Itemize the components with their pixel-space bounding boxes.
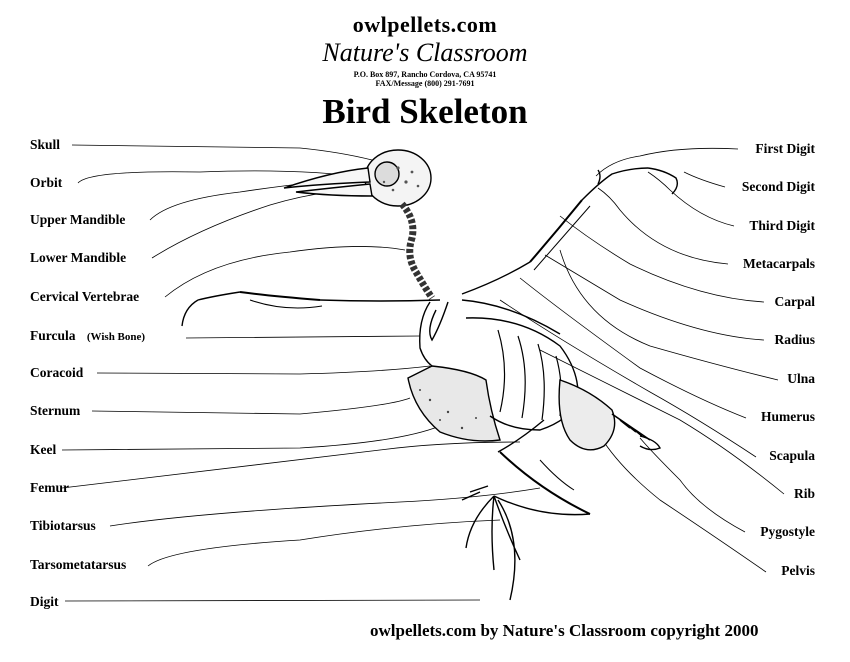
label-upper-mandible: Upper Mandible — [30, 212, 126, 227]
leader-coracoid — [96, 365, 431, 375]
leader-tibiotarsus — [109, 487, 541, 527]
leader-cervical-vertebrae — [164, 246, 406, 298]
sternum-shape — [407, 365, 501, 442]
fax-line: FAX/Message (800) 291-7691 — [375, 79, 475, 88]
label-radius: Radius — [774, 332, 815, 347]
copyright-footer: owlpellets.com by Nature's Classroom cop… — [370, 621, 759, 640]
label-digit: Digit — [30, 594, 59, 609]
pelvis-shape — [558, 379, 616, 451]
label-humerus: Humerus — [761, 409, 815, 424]
label-coracoid: Coracoid — [30, 365, 84, 380]
leader-pelvis — [599, 435, 767, 573]
leader-orbit — [77, 170, 371, 184]
leader-digit — [64, 599, 481, 602]
skeleton — [181, 149, 679, 601]
label-ulna: Ulna — [787, 371, 815, 386]
site-name: owlpellets.com — [352, 12, 498, 37]
pygostyle-shape — [611, 413, 651, 441]
label-furcula: Furcula (Wish Bone) — [30, 328, 145, 345]
cervical-vertebrae-shape — [399, 201, 435, 300]
label-sternum: Sternum — [30, 403, 81, 418]
leader-metacarpals — [597, 187, 729, 265]
leader-keel — [61, 425, 441, 451]
label-pelvis: Pelvis — [781, 563, 815, 578]
leader-scapula — [499, 299, 757, 458]
label-first-digit: First Digit — [755, 141, 815, 156]
orbit-shape — [374, 161, 400, 187]
label-metacarpals: Metacarpals — [743, 256, 815, 271]
leader-first-digit — [595, 147, 739, 177]
label-femur: Femur — [30, 480, 69, 495]
label-skull: Skull — [30, 137, 61, 152]
brand-name: Nature's Classroom — [322, 38, 528, 67]
lower-mandible-shape — [295, 183, 373, 197]
label-cervical-vertebrae: Cervical Vertebrae — [30, 289, 140, 304]
foot-digits — [465, 495, 521, 601]
scapula-shape — [461, 299, 561, 335]
leader-radius — [544, 254, 765, 341]
left-humerus — [319, 299, 441, 302]
label-second-digit: Second Digit — [741, 179, 815, 194]
right-digits — [597, 167, 679, 195]
right-humerus — [461, 261, 531, 295]
label-pygostyle: Pygostyle — [760, 524, 815, 539]
label-scapula: Scapula — [769, 448, 815, 463]
leader-sternum — [91, 397, 411, 415]
leader-furcula — [185, 335, 421, 339]
tibiotarsus-shape — [499, 451, 591, 515]
leader-lower-mandible — [151, 191, 331, 259]
label-furcula-note: (Wish Bone) — [86, 331, 146, 343]
femur-shape — [497, 419, 545, 453]
leader-humerus — [519, 277, 747, 419]
label-carpal: Carpal — [774, 294, 816, 309]
label-tibiotarsus: Tibiotarsus — [30, 518, 96, 533]
tarsometatarsus-shape — [493, 495, 591, 516]
page-title: Bird Skeleton — [322, 92, 528, 131]
leader-pygostyle — [639, 437, 746, 533]
leader-carpal — [559, 215, 765, 303]
leader-rib — [539, 349, 785, 495]
upper-mandible-shape — [283, 167, 371, 189]
leader-ulna — [559, 249, 779, 381]
leader-femur — [61, 441, 521, 489]
leader-tarsometatarsus — [147, 519, 501, 567]
leader-second-digit — [683, 171, 726, 188]
right-radius — [529, 199, 583, 263]
furcula-shape — [429, 301, 449, 342]
label-keel: Keel — [30, 442, 57, 457]
right-metacarpals — [581, 167, 649, 201]
left-radius-ulna — [239, 291, 321, 301]
label-tarsometatarsus: Tarsometatarsus — [30, 557, 127, 572]
label-rib: Rib — [793, 486, 815, 501]
label-orbit: Orbit — [30, 175, 63, 190]
label-furcula-text: Furcula — [30, 328, 76, 343]
left-hand — [181, 291, 241, 327]
label-third-digit: Third Digit — [749, 218, 815, 233]
leader-skull — [71, 144, 373, 161]
leader-third-digit — [647, 171, 735, 227]
coracoid-shape — [419, 301, 433, 367]
label-lower-mandible: Lower Mandible — [30, 250, 127, 265]
address-line: P.O. Box 897, Rancho Cordova, CA 95741 — [353, 70, 497, 79]
right-ulna — [533, 205, 591, 271]
